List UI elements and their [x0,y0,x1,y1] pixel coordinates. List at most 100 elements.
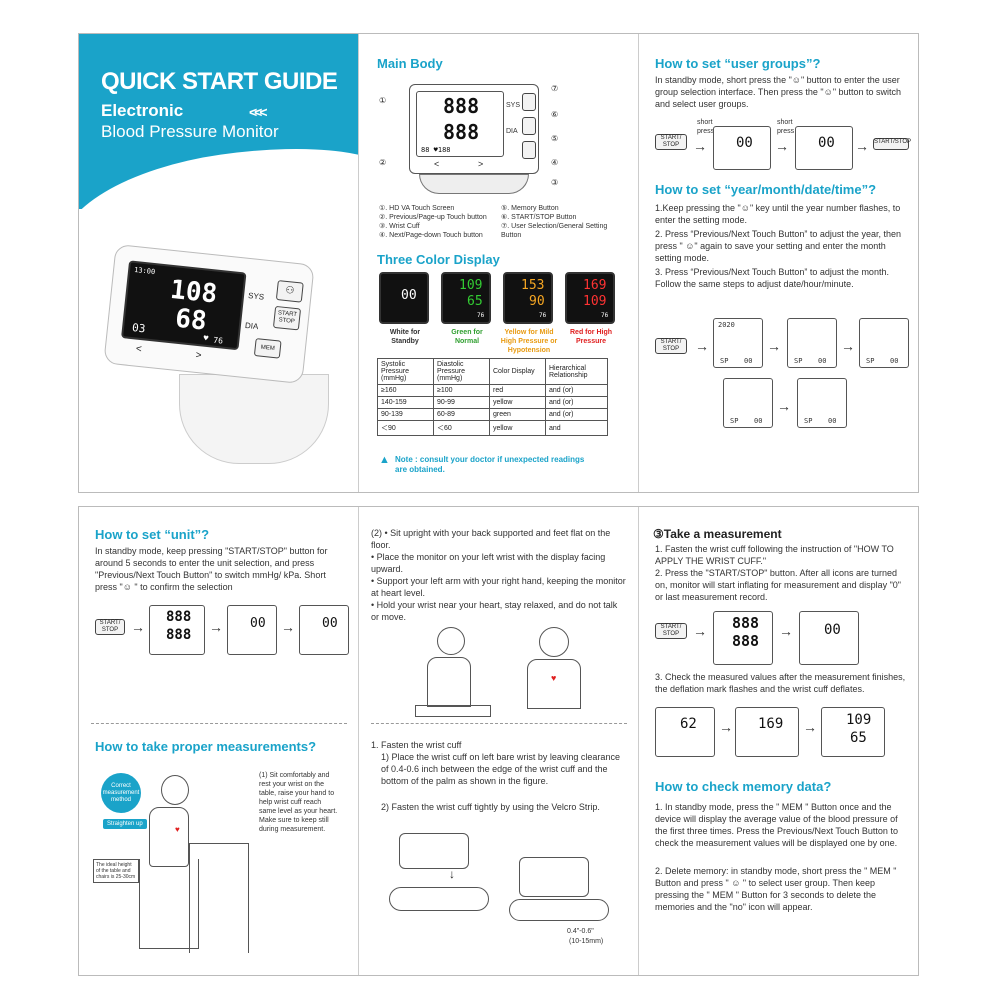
unit-flow: START/ STOP → 888 888 → 00 → 00 [95,603,350,663]
fasten-step-1: 1) Place the wrist cuff on left bare wri… [381,752,620,786]
device-pulse-value: 76 [212,335,224,346]
table-row: 140-159 90-99 yellow and (or) [377,396,608,409]
date-step-1: 1.Keep pressing the "☺" key until the ye… [655,203,901,225]
result-3-sys: 109 [846,712,872,728]
memory-text-1: 1. In standby mode, press the " MEM " Bu… [655,802,898,848]
user-groups-flow: START/ STOP short press → 00 short press… [655,118,911,178]
callout-6: ⑥ [551,110,559,119]
diagram-prev-icon: < [434,159,440,169]
user-screen-2: 00 [795,126,853,170]
unit-panel: How to set “unit”? In standby mode, keep… [79,507,359,975]
arrow-right-icon: → [779,623,793,639]
bottom-sheet: How to set “unit”? In standby mode, keep… [78,506,919,976]
posture-1: (2) • Sit upright with your back support… [371,528,611,550]
date-screen-sp-4: SP [730,417,739,425]
unit-screen-1-dia: 888 [166,627,192,643]
measurement-flow-2: 62 → 169 → 109 65 [655,707,910,767]
result-1-value: 62 [680,716,697,732]
cell: ≥160 [377,384,434,397]
diagram-next-icon: > [478,159,484,169]
arrow-right-icon: → [131,619,145,635]
divider [91,723,347,724]
main-body-diagram: ① ② 888 888 88 ♥188 SYS DIA < > ⑦ ⑥ ⑤ ④ [379,82,629,202]
diagram-dia: 888 [443,120,480,144]
cell: ≥100 [433,384,490,397]
warning-icon: ▲ [379,454,390,466]
user-button[interactable]: ⚇ [275,280,304,303]
cell: green [489,408,546,421]
cell: 90-99 [433,396,490,409]
head-shape [539,627,569,657]
result-screen-2: 169 [735,707,799,757]
callout-5: ⑤ [551,134,559,143]
color-screen-green: 109 65 76 [441,272,491,324]
meas-screen-2-value: 00 [824,622,841,638]
cell: 90-139 [377,408,434,421]
head-shape [437,627,465,655]
meas-screen-2: 00 [799,611,859,665]
device-time: 13:00 [133,265,156,277]
cell: and (or) [545,384,608,397]
date-screen-sp: SP [720,357,729,365]
date-time-title: How to set “year/month/date/time”? [655,182,877,197]
arrow-right-icon: → [693,138,707,154]
date-screen-2: SP 00 [787,318,837,368]
straighten-badge: Straighten up [103,819,147,829]
memory-text-2: 2. Delete memory: in standby mode, short… [655,866,897,912]
part-3: ③. Wrist Cuff [379,223,420,230]
chair [139,859,199,949]
date-step-3: 3. Press “Previous/Next Touch Button” to… [655,267,889,289]
measurement-panel: ③Take a measurement 1. Fasten the wrist … [639,507,920,975]
color-screen-yellow: 153 90 76 [503,272,553,324]
diagram-mini: 88 ♥188 [421,146,451,154]
screen-yellow-dia: 90 [529,294,545,309]
three-color-title: Three Color Display [377,252,500,267]
prev-touch-icon[interactable]: < [135,343,143,356]
arrow-right-icon: → [841,338,855,354]
result-screen-3: 109 65 [821,707,885,757]
date-screen-val-5: 00 [828,417,837,425]
screen-red-pulse: 76 [601,312,609,319]
gap-label: 0.4"-0.6" [567,928,594,935]
cell: ＜60 [433,420,490,436]
arrow-right-icon: → [695,338,709,354]
fasten-title: 1. Fasten the wrist cuff [371,740,462,750]
col-relationship: Hierarchical Relationship [545,358,608,385]
part-1: ①. HD VA Touch Screen [379,205,455,212]
unit-text: In standby mode, keep pressing "START/ST… [95,546,328,592]
unit-screen-1-sys: 888 [166,609,192,625]
cell: and (or) [545,396,608,409]
cuff-device-2 [519,857,589,897]
device-dia-label: DIA [244,320,259,332]
callout-1: ① [379,96,387,105]
device-mem-value: 03 [131,321,147,336]
date-screen-sp-3: SP [866,357,875,365]
date-screen-sp-5: SP [804,417,813,425]
posture-3: • Support your left arm with your right … [371,576,626,598]
mem-button[interactable]: MEM [253,338,282,359]
start-stop-button[interactable]: START STOP [272,305,302,331]
arrow-right-icon: → [775,138,789,154]
arrow-right-icon: → [281,619,295,635]
date-step-2: 2. Press “Previous/Next Touch Button” to… [655,229,901,263]
arrow-right-icon: → [719,719,733,735]
bp-table-wrap: Systolic Pressure (mmHg) Diastolic Press… [377,358,608,436]
callout-4: ④ [551,158,559,167]
col-systolic: Systolic Pressure (mmHg) [377,358,434,385]
cover-panel: QUICK START GUIDE Electronic <<< Blood P… [79,34,359,492]
callout-7: ⑦ [551,84,559,93]
table-row: ≥160 ≥100 red and (or) [377,384,608,397]
date-screen-3: SP 00 [859,318,909,368]
next-touch-icon[interactable]: > [195,349,202,362]
diagram-sys: 888 [443,94,480,118]
cover-subtitle-2: Blood Pressure Monitor [101,122,279,141]
screen-green-dia: 65 [467,294,483,309]
date-screen-val-2: 00 [818,357,827,365]
table-row: 90-139 60-89 green and (or) [377,408,608,421]
proper-step-1: (1) Sit comfortably and rest your wrist … [259,772,338,833]
arrow-down-icon: ↓ [449,867,455,881]
meas-start-key: START/ STOP [655,623,687,639]
meas-screen-1: 888 888 [713,611,773,665]
main-body-title: Main Body [377,56,443,71]
note-text: Note : consult your doctor if unexpected… [395,455,585,474]
